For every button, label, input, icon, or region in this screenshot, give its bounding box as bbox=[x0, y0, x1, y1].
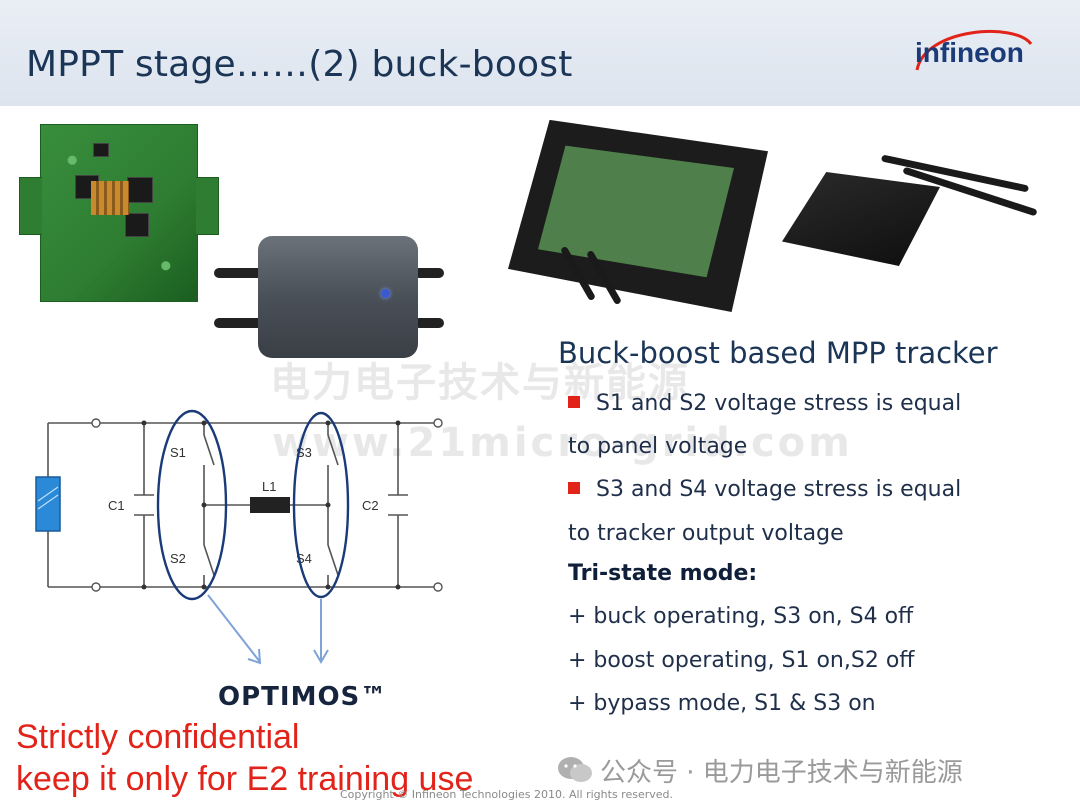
copyright-text: Copyright © Infineon Technologies 2010. … bbox=[340, 788, 674, 801]
watermark-text: 电力电子技术与新能源 bbox=[270, 360, 690, 406]
wechat-icon bbox=[558, 757, 592, 782]
red-square-bullet-icon bbox=[568, 396, 580, 408]
watermark-url: www.21micro-grid.com bbox=[272, 420, 853, 466]
bullet-1: S1 and S2 voltage stress is equal bbox=[568, 391, 961, 416]
red-square-bullet-icon bbox=[568, 482, 580, 494]
mode-bypass: + bypass mode, S1 & S3 on bbox=[568, 691, 876, 716]
solar-panel-icon bbox=[35, 476, 61, 532]
status-led-icon bbox=[381, 289, 390, 298]
buck-boost-circuit: C1 C2 L1 S1 S2 S3 S4 bbox=[35, 409, 443, 665]
s1-label: S1 bbox=[170, 445, 186, 460]
l1-label: L1 bbox=[262, 479, 276, 494]
optimos-label: OPTIMOS™ bbox=[218, 682, 388, 712]
s2-label: S2 bbox=[170, 551, 186, 566]
open-enclosure-photo bbox=[508, 119, 768, 312]
inductor-icon bbox=[250, 497, 290, 513]
infineon-logo: infineon bbox=[915, 29, 1033, 71]
tristate-heading: Tri-state mode: bbox=[568, 561, 758, 586]
slide-header: MPPT stage……(2) buck-boost infineon bbox=[0, 0, 1080, 106]
section-heading: Buck-boost based MPP tracker bbox=[558, 336, 998, 370]
bullet-2: S3 and S4 voltage stress is equal bbox=[568, 477, 961, 502]
s1-s2-highlight-ellipse bbox=[156, 409, 228, 601]
mode-buck: + buck operating, S3 on, S4 off bbox=[568, 604, 914, 629]
bullet-1-continuation: to panel voltage bbox=[568, 434, 748, 459]
s3-s4-highlight-ellipse bbox=[292, 411, 350, 599]
svg-text:infineon: infineon bbox=[915, 37, 1024, 68]
mode-boost: + boost operating, S1 on,S2 off bbox=[568, 648, 915, 673]
pcb-photo bbox=[19, 124, 219, 302]
c2-label: C2 bbox=[362, 498, 379, 513]
bullet-2-continuation: to tracker output voltage bbox=[568, 521, 844, 546]
enclosed-tracker-photo bbox=[258, 236, 418, 358]
tracker-device-photo bbox=[782, 172, 940, 266]
wechat-account-label: 公众号 · 电力电子技术与新能源 bbox=[556, 752, 963, 789]
confidential-notice-line1: Strictly confidential bbox=[16, 718, 300, 756]
confidential-notice-line2: keep it only for E2 training use bbox=[16, 760, 474, 798]
c1-label: C1 bbox=[108, 498, 125, 513]
slide-title: MPPT stage……(2) buck-boost bbox=[26, 44, 573, 85]
